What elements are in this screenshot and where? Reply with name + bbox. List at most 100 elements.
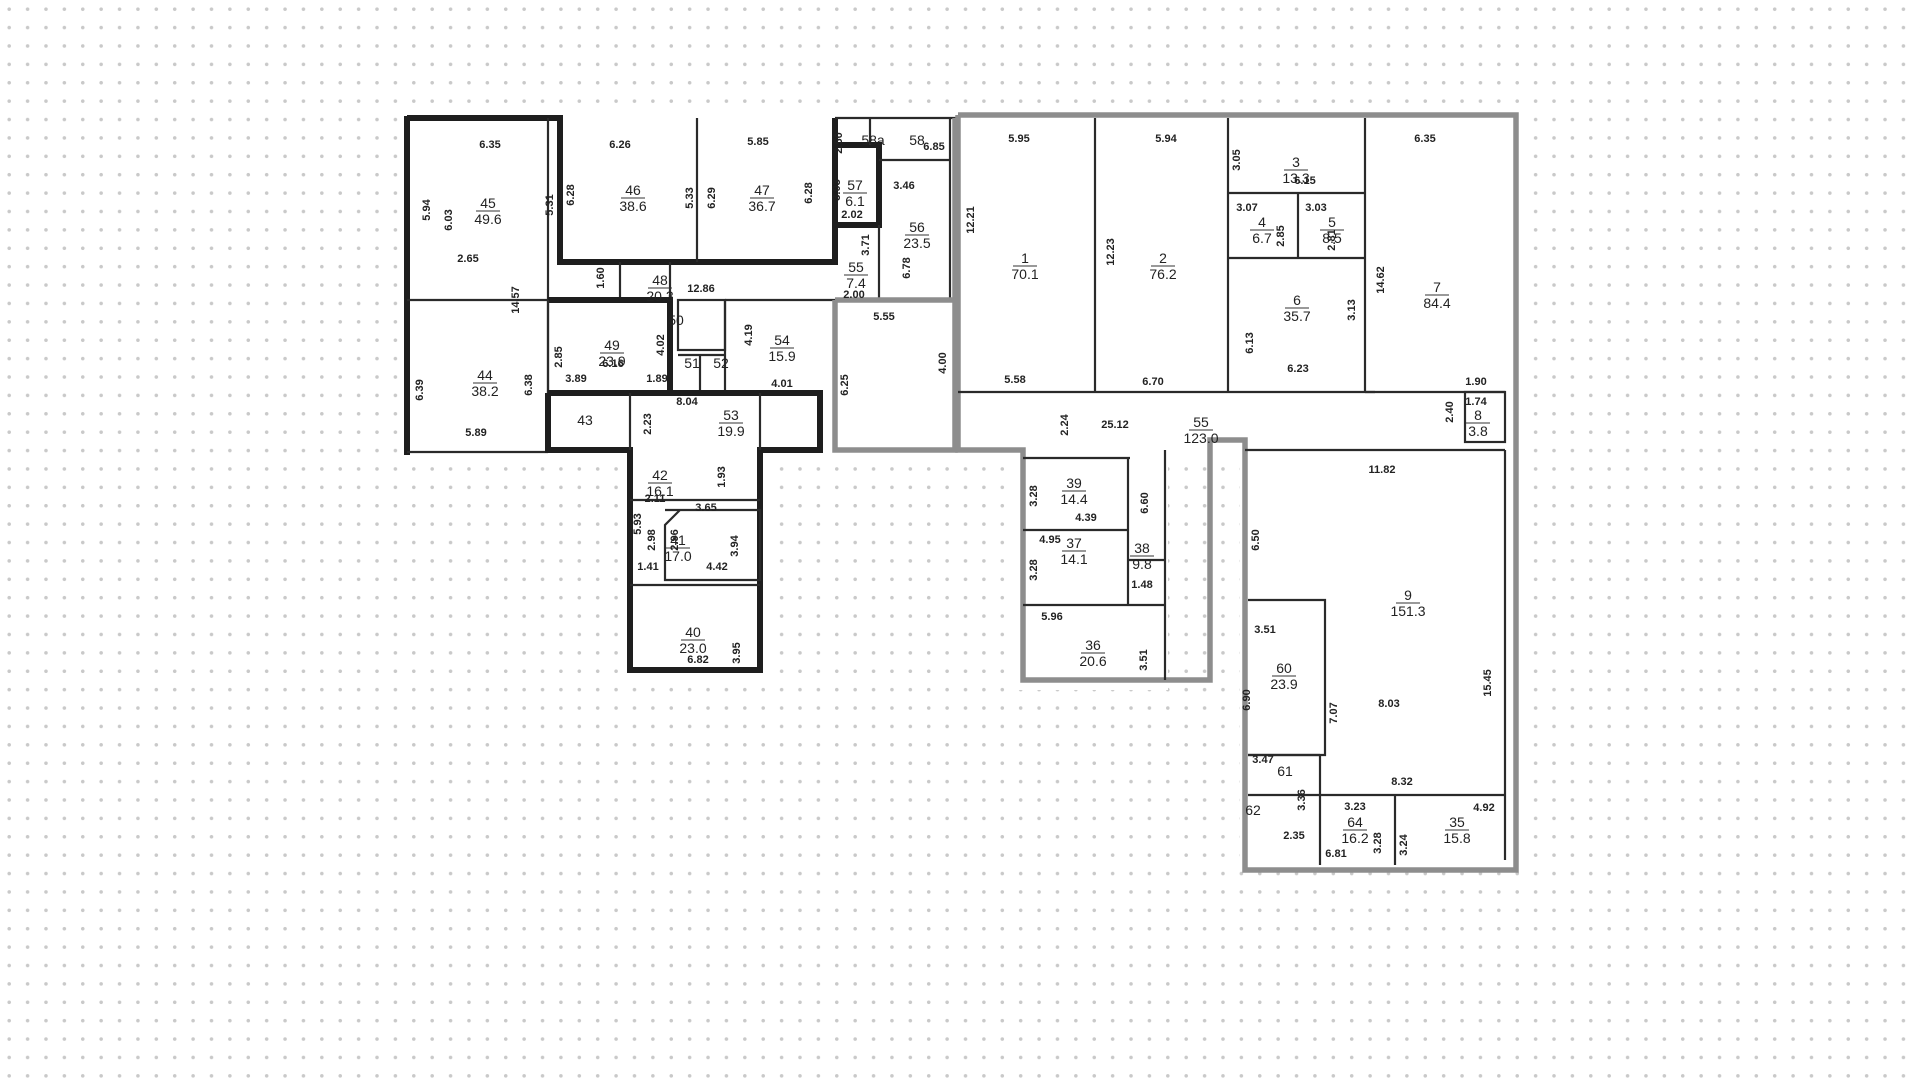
room-51: 51 (684, 355, 700, 371)
room-55: 557.4 (844, 259, 868, 291)
room-number: 41 (670, 532, 686, 548)
room-7: 784.4 (1423, 279, 1450, 311)
dimension-label: 3.24 (1398, 833, 1410, 855)
room-57: 576.1 (843, 177, 867, 209)
dimension-label: 6.81 (1325, 848, 1346, 860)
room-area: 14.4 (1060, 491, 1087, 507)
room-area: 16.1 (646, 483, 673, 499)
dimension-label: 5.93 (632, 513, 644, 534)
room-area: 35.7 (1283, 308, 1310, 324)
dimension-label: 2.23 (642, 413, 654, 434)
room-area: 7.4 (846, 275, 866, 291)
room-number: 38 (1134, 540, 1150, 556)
room-2: 276.2 (1149, 250, 1176, 282)
room-61: 61 (1277, 763, 1293, 779)
room-3: 313.3 (1282, 154, 1309, 186)
room-area: 36.7 (748, 198, 775, 214)
dimension-label: 4.00 (937, 352, 949, 373)
room-number: 57 (847, 177, 863, 193)
dimension-label: 6.78 (901, 257, 913, 278)
room-area: 23.9 (1270, 676, 1297, 692)
room-area: 17.0 (664, 548, 691, 564)
dimension-label: 1.89 (646, 373, 667, 385)
dimension-label: 2.02 (841, 209, 862, 221)
dimension-label: 11.82 (1369, 464, 1396, 476)
room-number: 45 (480, 195, 496, 211)
dimension-label: 8.04 (676, 396, 698, 408)
room-number: 62 (1245, 802, 1261, 818)
room-area: 84.4 (1423, 295, 1450, 311)
room-6: 635.7 (1283, 292, 1310, 324)
dimension-label: 3.03 (1305, 202, 1326, 214)
dimension-label: 5.85 (747, 136, 768, 148)
room-number: 5 (1328, 214, 1336, 230)
room-area: 123.0 (1183, 430, 1218, 446)
room-number: 64 (1347, 814, 1363, 830)
room-number: 44 (477, 367, 493, 383)
dimension-label: 4.95 (1039, 534, 1060, 546)
room-area: 151.3 (1390, 603, 1425, 619)
dimension-label: 1.48 (1131, 579, 1152, 591)
dimension-label: 2.65 (457, 253, 478, 265)
room-1: 170.1 (1011, 250, 1038, 282)
dimension-label: 3.28 (1372, 832, 1384, 853)
dimension-label: 2.00 (843, 289, 864, 301)
dimension-label: 12.21 (965, 206, 977, 234)
dimension-label: 5.33 (684, 187, 696, 208)
room-area: 13.3 (1282, 170, 1309, 186)
dimension-label: 5.94 (421, 198, 433, 220)
room-area: 23.9 (598, 353, 625, 369)
room-number: 36 (1085, 637, 1101, 653)
room-8: 83.8 (1466, 407, 1490, 439)
room-number: 46 (625, 182, 641, 198)
dimension-label: 3.46 (893, 180, 914, 192)
dimension-label: 2.85 (553, 346, 565, 367)
room-area: 8.5 (1322, 230, 1342, 246)
dimension-label: 2.81 (1326, 229, 1338, 250)
dimension-label: 2.85 (1275, 225, 1287, 246)
dimension-label: 12.86 (687, 283, 715, 295)
dimension-label: 3.65 (695, 502, 716, 514)
room-number: 53 (723, 407, 739, 423)
dimension-label: 14.62 (1375, 266, 1387, 294)
room-number: 9 (1404, 587, 1412, 603)
room-number: 60 (1276, 660, 1292, 676)
dimension-label: 6.29 (706, 187, 718, 208)
dimension-label: 5.31 (544, 194, 556, 215)
room-area: 38.2 (471, 383, 498, 399)
dimension-label: 6.35 (1414, 133, 1435, 145)
room-area: 76.2 (1149, 266, 1176, 282)
dimension-label: 6.38 (523, 374, 535, 395)
room-number: 47 (754, 182, 770, 198)
dimension-label: 3.07 (1236, 202, 1257, 214)
dimension-label: 3.51 (1138, 649, 1150, 670)
room-number: 55 (848, 259, 864, 275)
dimension-label: 6.60 (1139, 492, 1151, 513)
room-number: 37 (1066, 535, 1082, 551)
dimension-label: 3.51 (1254, 624, 1275, 636)
dimension-label: 1.60 (595, 267, 607, 288)
dimension-label: 2.35 (1283, 830, 1304, 842)
room-52: 52 (713, 355, 729, 371)
dimension-label: 4.42 (706, 561, 727, 573)
room-area: 19.9 (717, 423, 744, 439)
room-number: 54 (774, 332, 790, 348)
room-number: 51 (684, 355, 700, 371)
room-number: 50 (668, 312, 684, 328)
dimension-label: 4.02 (655, 334, 667, 355)
dimension-label: 3.95 (731, 642, 743, 663)
room-labels: 4549.64438.24638.64736.7576.15858a5623.5… (471, 132, 1490, 846)
room-area: 15.8 (1443, 830, 1470, 846)
room-area: 14.1 (1060, 551, 1087, 567)
dimension-label: 5.58 (1004, 374, 1025, 386)
